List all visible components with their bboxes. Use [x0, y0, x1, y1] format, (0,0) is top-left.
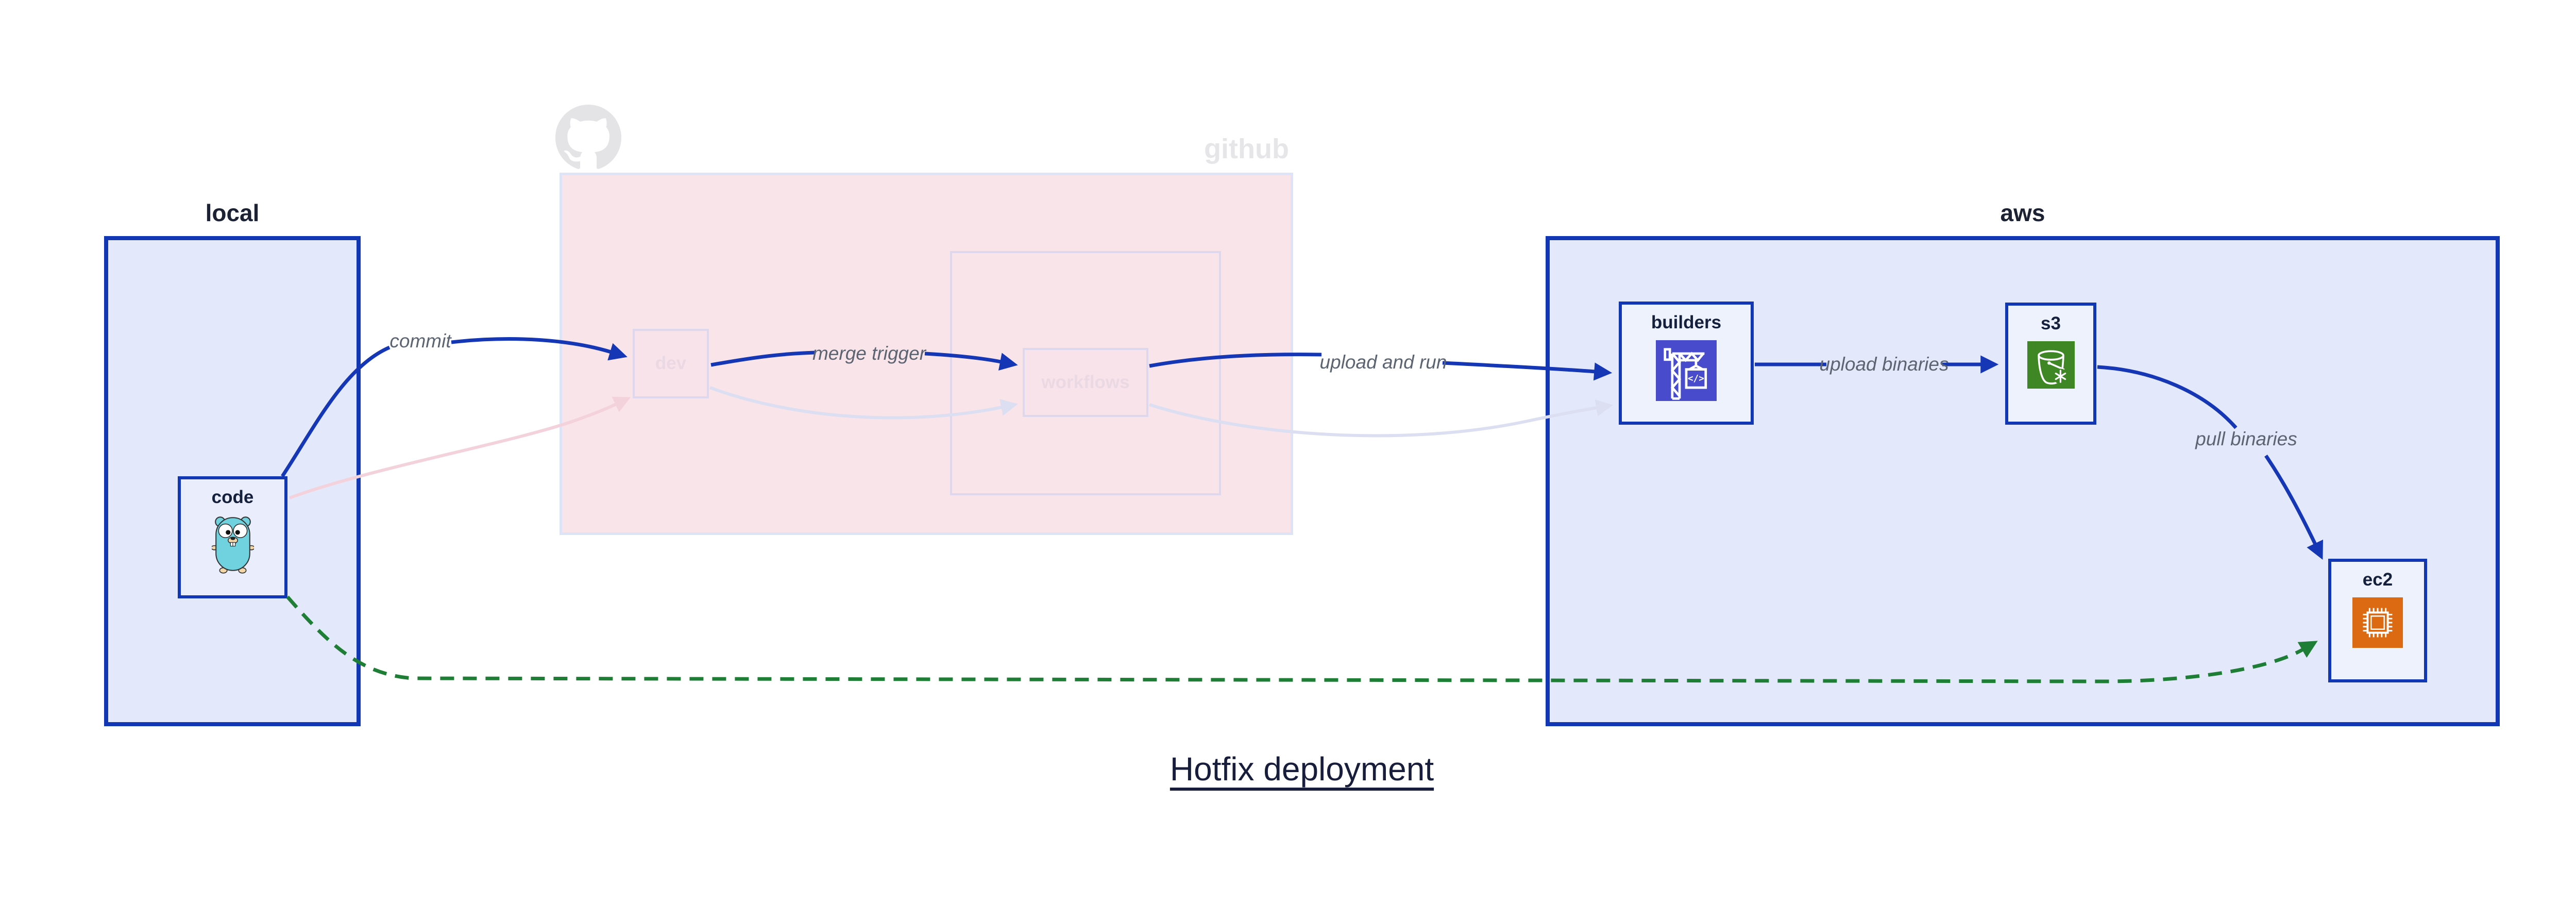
node-workflows: workflows — [1023, 348, 1148, 417]
github-octocat-icon — [555, 105, 621, 171]
edge-label-upload-and-run: upload and run — [1319, 352, 1447, 373]
node-label-code: code — [211, 487, 254, 507]
node-code: code — [178, 476, 287, 598]
node-builders: builders </> — [1619, 302, 1754, 425]
svg-text:</>: </> — [1688, 374, 1704, 384]
codebuild-crane-icon: </> — [1656, 340, 1717, 404]
s3-bucket-snowflake-icon — [2027, 341, 2075, 391]
diagram-title: Hotfix deployment — [1170, 750, 1434, 788]
node-label-workflows: workflows — [1041, 372, 1130, 392]
node-label-builders: builders — [1651, 312, 1722, 332]
container-label-aws: aws — [2000, 199, 2045, 226]
node-s3: s3 — [2005, 303, 2096, 425]
edge-label-commit: commit — [389, 330, 451, 352]
node-label-ec2: ec2 — [2362, 570, 2393, 590]
node-label-s3: s3 — [2041, 313, 2061, 333]
node-ec2: ec2 — [2328, 559, 2427, 682]
ec2-chip-icon — [2352, 597, 2403, 650]
container-label-github: github — [1204, 133, 1289, 164]
go-gopher-icon — [210, 515, 255, 577]
container-master — [950, 251, 1221, 495]
edge-label-pull-binaries: pull binaries — [2195, 428, 2297, 449]
container-label-local: local — [205, 199, 260, 226]
node-label-dev: dev — [655, 353, 687, 374]
edge-label-upload-binaries: upload binaries — [1819, 354, 1949, 375]
node-dev: dev — [633, 329, 709, 398]
edge-label-merge-trigger: merge trigger — [812, 343, 926, 364]
